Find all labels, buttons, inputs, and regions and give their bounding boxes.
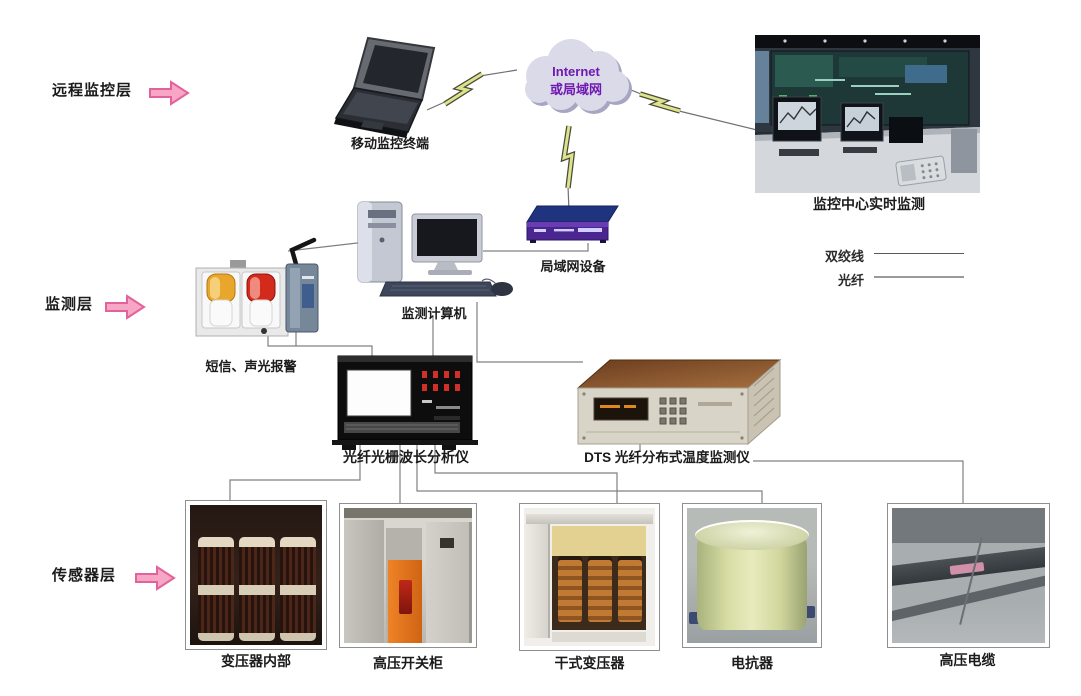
fbg-analyzer-label: 光纤光栅波长分析仪: [343, 449, 469, 465]
cabinet-shape: [344, 520, 384, 643]
sensor-label-transformer-interior: 变压器内部: [221, 653, 291, 669]
red-device-shape: [399, 580, 412, 614]
internet-cloud-icon: Internet 或局域网: [525, 39, 632, 114]
lightning-bolt-icon: [426, 69, 518, 111]
cabinet-tag-shape: [440, 538, 454, 548]
dry-transformer-image: [524, 508, 655, 646]
twisted-pair-line-icon: [874, 253, 964, 254]
sensor-label-hv-cable: 高压电缆: [939, 652, 996, 668]
alarm-device-icon: [195, 237, 319, 337]
alarm-label: 短信、声光报警: [205, 359, 297, 374]
open-door-shape: [524, 524, 550, 638]
control-room-photo: [755, 35, 980, 193]
cabinet-base-shape: [552, 632, 646, 642]
coil-shape: [588, 560, 612, 622]
copper-frame-shape: [190, 511, 322, 537]
sensor-label-reactor: 电抗器: [731, 655, 773, 671]
switchgear-image: [344, 508, 472, 643]
lan-device-label: 局域网设备: [540, 259, 606, 274]
fbg-analyzer-icon: [332, 355, 478, 450]
cloud-text-internet: Internet: [552, 64, 600, 79]
laptop-icon: [334, 36, 436, 138]
layer-arrow-icon: [105, 294, 146, 320]
cabinet-lid-shape: [526, 514, 653, 524]
monitoring-computer-label: 监测计算机: [401, 306, 467, 321]
coil-shape: [239, 537, 275, 641]
photo-transformer-interior: [185, 500, 327, 650]
layer-arrow-icon: [149, 80, 190, 106]
fiber-line-icon: [874, 276, 964, 278]
laptop-label: 移动监控终端: [350, 136, 429, 151]
lan-device-icon: [526, 205, 619, 243]
legend-fiber-label: 光纤: [837, 273, 864, 288]
coil-shape: [280, 537, 316, 641]
monitoring-computer-icon: [357, 201, 513, 297]
control-room-label: 监控中心实时监测: [813, 196, 925, 212]
coil-shape: [618, 560, 642, 622]
hv-cable-image: [892, 508, 1045, 643]
reactor-cap-shape: [695, 520, 809, 550]
transformer-interior-image: [190, 505, 322, 645]
photo-reactor: [682, 503, 822, 648]
layer-label-monitoring: 监测层: [44, 296, 93, 313]
gsm-modem-icon: [285, 237, 319, 333]
legend-twisted-pair-label: 双绞线: [824, 249, 864, 264]
coil-shape: [198, 537, 234, 641]
dts-instrument-icon: [576, 358, 782, 446]
photo-hv-cable: [887, 503, 1050, 648]
reactor-image: [687, 508, 817, 643]
sensor-label-hv-switchgear: 高压开关柜: [373, 655, 443, 671]
sensor-label-dry-transformer: 干式变压器: [554, 655, 625, 671]
photo-hv-switchgear: [339, 503, 477, 648]
photo-dry-transformer: [519, 503, 660, 651]
layer-arrow-icon: [135, 565, 176, 591]
wire-shape: [959, 537, 983, 625]
cloud-text-lan: 或局域网: [550, 82, 602, 97]
layer-label-sensor: 传感器层: [51, 567, 116, 584]
dts-instrument-label: DTS 光纤分布式温度监测仪: [584, 450, 750, 465]
layer-label-remote-monitoring: 远程监控层: [51, 82, 132, 99]
reactor-cylinder-shape: [697, 534, 807, 630]
coil-shape: [558, 560, 582, 622]
